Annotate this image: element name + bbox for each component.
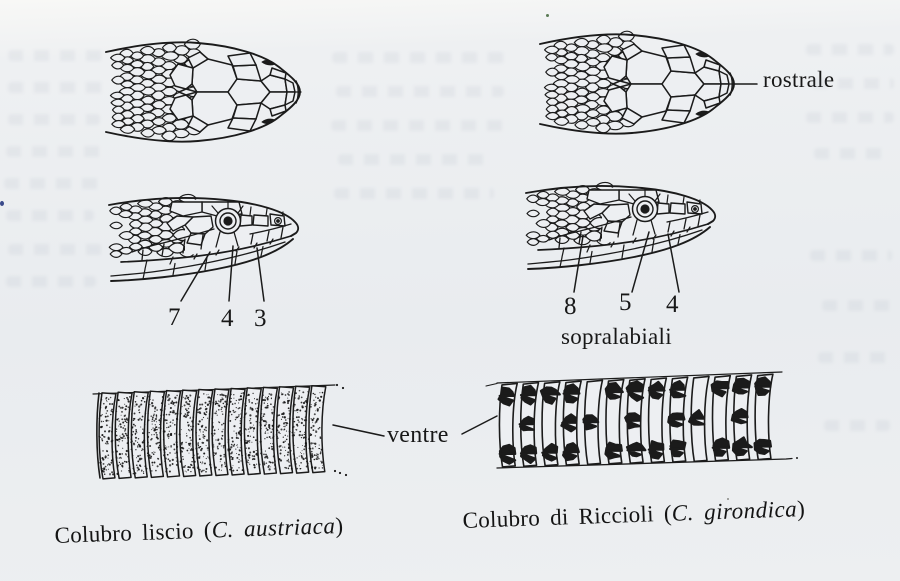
bleedthrough-ghost xyxy=(334,188,494,199)
bleedthrough-ghost xyxy=(824,420,890,431)
bleedthrough-ghost xyxy=(814,148,890,159)
ventral-scales-austriaca xyxy=(92,383,348,480)
supralabial-number-4-left: 4 xyxy=(221,305,234,332)
bleedthrough-ghost xyxy=(331,120,507,131)
dorsal-head-austriaca xyxy=(105,38,302,143)
bleedthrough-ghost xyxy=(4,178,108,189)
bleedthrough-ghost xyxy=(822,300,892,311)
rostrale-label: rostrale xyxy=(763,67,835,92)
caption-left-suffix: ) xyxy=(334,512,344,539)
supralabial-number-3: 3 xyxy=(254,305,267,332)
bleedthrough-ghost xyxy=(8,82,108,93)
ventre-label: ventre xyxy=(387,422,449,448)
bleedthrough-ghost xyxy=(8,50,104,61)
ink-speck xyxy=(0,201,4,206)
species-name-girondica: C. girondica xyxy=(671,496,798,526)
supralabial-number-5: 5 xyxy=(619,289,632,316)
bleedthrough-ghost xyxy=(6,210,94,221)
supralabial-number-7: 7 xyxy=(168,304,181,331)
caption-right-suffix: ) xyxy=(796,496,806,522)
bleedthrough-ghost xyxy=(806,44,894,55)
bleedthrough-ghost xyxy=(338,154,488,165)
lateral-head-girondica xyxy=(525,181,717,270)
bleedthrough-ghost xyxy=(810,250,892,261)
ventral-scales-girondica xyxy=(485,371,798,469)
supralabial-number-4-right: 4 xyxy=(666,291,679,318)
species-name-austriaca: C. austriaca xyxy=(211,513,336,543)
bleedthrough-ghost xyxy=(336,86,504,97)
supralabial-number-8: 8 xyxy=(564,293,577,320)
bleedthrough-ghost xyxy=(8,114,100,125)
ink-speck xyxy=(546,14,549,17)
bleedthrough-ghost xyxy=(818,352,890,363)
sopralabiali-label: sopralabiali xyxy=(561,324,672,349)
bleedthrough-ghost xyxy=(6,276,96,287)
bleedthrough-ghost xyxy=(8,244,103,255)
bleedthrough-ghost xyxy=(812,78,894,89)
bleedthrough-ghost xyxy=(806,112,894,123)
bleedthrough-ghost xyxy=(332,52,514,63)
lateral-head-austriaca xyxy=(108,193,300,282)
ink-speck xyxy=(727,498,729,500)
dorsal-head-girondica xyxy=(539,30,736,135)
leader-lines xyxy=(180,83,758,437)
bleedthrough-ghost xyxy=(6,146,104,157)
